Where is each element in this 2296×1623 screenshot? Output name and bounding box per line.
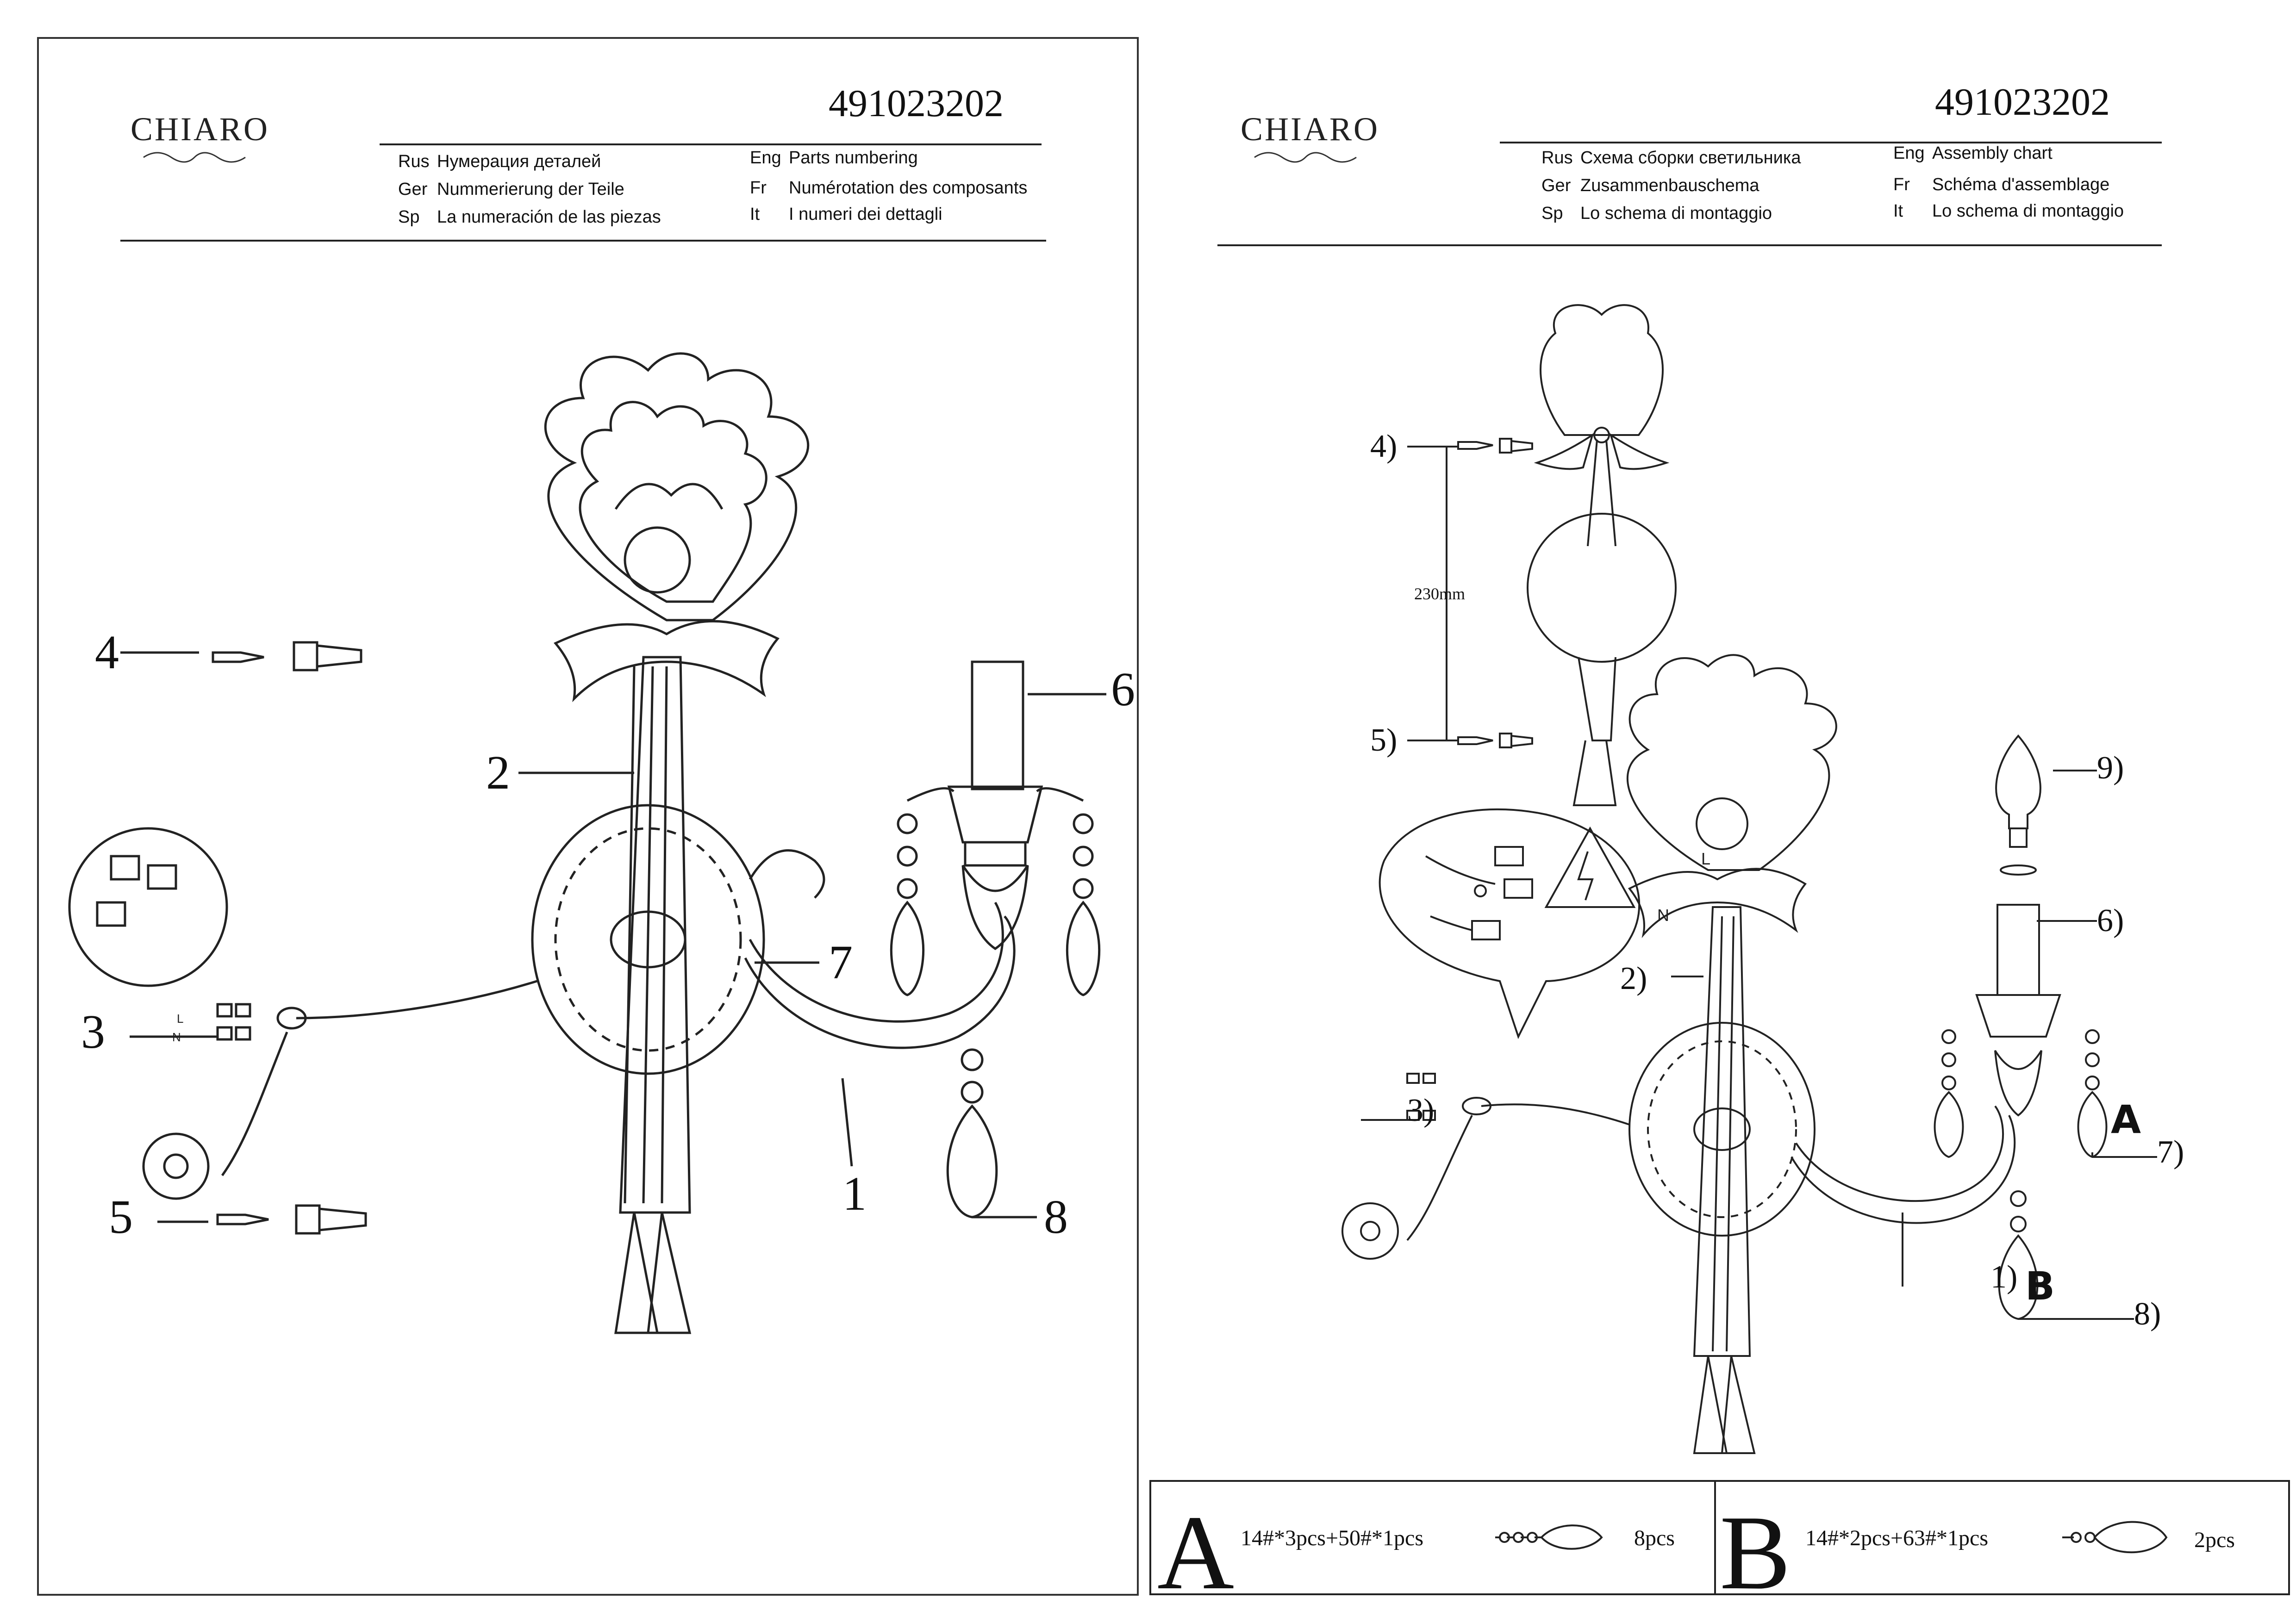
- crystal-b-icon: [2093, 1521, 2168, 1554]
- screw-4: [212, 641, 362, 672]
- article-code: 491023202: [829, 82, 1004, 125]
- table-letter-b: B: [1720, 1493, 1791, 1611]
- wiring-detail-bubble: [1379, 808, 1641, 1039]
- header-rule-top: [380, 143, 1042, 145]
- label-part-9: 9): [2097, 750, 2124, 786]
- screw-5: [1457, 733, 1533, 748]
- wire-label-l: L: [177, 1012, 183, 1026]
- label-part-3: 3): [1407, 1093, 1435, 1128]
- header-rule-top: [1500, 142, 2162, 143]
- wire-label-l: L: [1701, 849, 1710, 868]
- sconce-parts-drawing: L N: [68, 352, 1106, 1334]
- wire-label-n: N: [172, 1030, 181, 1044]
- crystal-mark-a: A: [2111, 1097, 2141, 1142]
- crystal-pendant-7: [890, 901, 925, 996]
- label-part-7: 7): [2157, 1134, 2184, 1170]
- bulb: [1995, 734, 2041, 829]
- label-part-2: 2): [1620, 961, 1647, 996]
- header-rule-bottom: [120, 240, 1046, 242]
- label-part-2: 2: [486, 746, 510, 799]
- brand-logo: CHIARO: [131, 111, 270, 148]
- bow-ornament: [544, 352, 810, 703]
- crystal-pendant-8: [946, 1104, 998, 1219]
- crystal-mark-b: B: [2025, 1263, 2055, 1309]
- crystal-a-icon: [1540, 1524, 1603, 1550]
- assembly-drawing: L N: [1149, 304, 2290, 1595]
- label-part-1: 1: [842, 1167, 867, 1220]
- logo-ornament-icon: [1254, 152, 1357, 163]
- label-part-8: 8: [1044, 1190, 1068, 1244]
- screw-5: [216, 1204, 367, 1235]
- candle-sleeve: [971, 660, 1024, 790]
- table-spec-a: 14#*3pcs+50#*1pcs: [1241, 1526, 1424, 1550]
- logo-ornament-icon: [143, 152, 246, 163]
- article-code: 491023202: [1935, 81, 2110, 124]
- power-wire: [296, 980, 537, 1020]
- wire-label-n: N: [1657, 906, 1669, 925]
- arm: [749, 902, 1004, 1023]
- crystal-spec-table: [1149, 1480, 2290, 1595]
- label-part-4: 4): [1370, 429, 1398, 464]
- mount-distance-label: 230mm: [1414, 585, 1466, 603]
- label-part-7: 7: [829, 936, 853, 989]
- table-letter-a: A: [1157, 1493, 1235, 1611]
- label-part-6: 6: [1111, 663, 1135, 716]
- label-part-4: 4: [95, 626, 119, 679]
- candle-cup: [947, 785, 1043, 844]
- label-part-8: 8): [2134, 1296, 2161, 1332]
- label-part-5: 5: [109, 1190, 133, 1244]
- brand-logo: CHIARO: [1241, 111, 1380, 148]
- back-plate: [531, 804, 765, 1075]
- table-qty-b: 2pcs: [2194, 1528, 2235, 1552]
- header-rule-bottom: [1217, 244, 2162, 246]
- label-part-5: 5): [1370, 722, 1398, 758]
- screw-4: [1457, 438, 1533, 454]
- label-part-3: 3: [81, 1005, 105, 1058]
- label-part-6: 6): [2097, 903, 2124, 939]
- wiring-detail-bubble: [68, 827, 228, 987]
- sheet-frame: [37, 37, 1139, 1596]
- label-part-1: 1): [1990, 1259, 2018, 1295]
- table-qty-a: 8pcs: [1634, 1526, 1675, 1550]
- electric-hazard-icon: [1544, 826, 1636, 908]
- mount-plate: [1527, 513, 1677, 663]
- table-spec-b: 14#*2pcs+63#*1pcs: [1805, 1526, 1989, 1550]
